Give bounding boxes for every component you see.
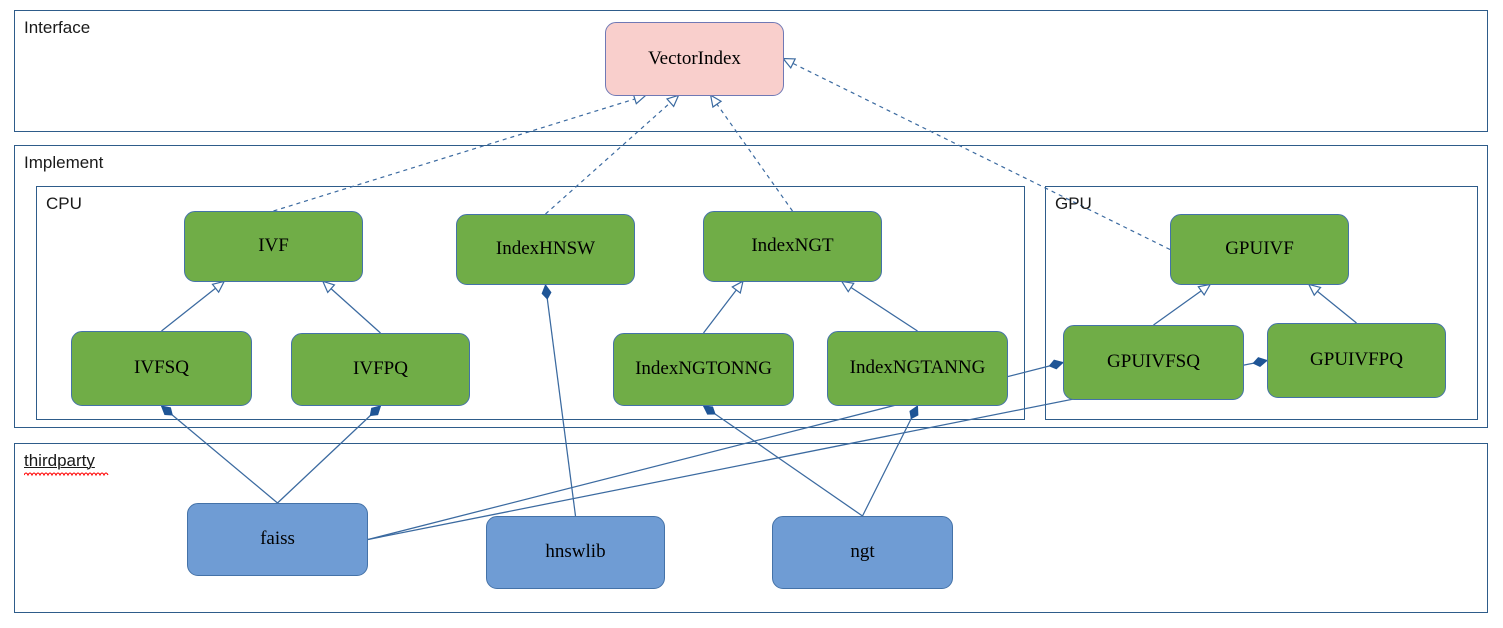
group-label-gpu: GPU bbox=[1055, 194, 1092, 213]
class-node-label: hnswlib bbox=[545, 541, 606, 563]
class-node-ivfsq[interactable]: IVFSQ bbox=[71, 331, 252, 406]
class-node-ngt[interactable]: ngt bbox=[772, 516, 953, 589]
edge-composition-ngt-to-indexngtanng bbox=[861, 405, 919, 517]
edge-generalization-indexngtonng-to-indexngt bbox=[703, 280, 744, 334]
class-node-label: GPUIVF bbox=[1225, 238, 1294, 260]
class-node-gpuivfpq[interactable]: GPUIVFPQ bbox=[1267, 323, 1446, 398]
class-node-label: VectorIndex bbox=[648, 47, 741, 69]
class-node-label: IVF bbox=[258, 235, 289, 257]
class-node-hnswlib[interactable]: hnswlib bbox=[486, 516, 665, 589]
class-node-label: IVFSQ bbox=[134, 357, 189, 379]
class-node-label: ngt bbox=[850, 541, 875, 563]
class-node-ivf[interactable]: IVF bbox=[184, 211, 363, 282]
edge-realization-indexngt-to-vectorindex bbox=[709, 93, 793, 212]
edge-generalization-gpuivfsq-to-gpuivf bbox=[1153, 283, 1212, 326]
edge-realization-indexhnsw-to-vectorindex bbox=[545, 94, 680, 215]
group-box-implement bbox=[14, 145, 1488, 428]
edge-composition-hnswlib-to-indexhnsw bbox=[541, 283, 577, 517]
class-node-gpuivf[interactable]: GPUIVF bbox=[1170, 214, 1349, 285]
group-label-thirdparty: thirdparty bbox=[24, 451, 95, 470]
class-node-label: IndexHNSW bbox=[495, 238, 596, 260]
edge-composition-ngt-to-indexngtonng bbox=[702, 405, 863, 517]
edge-generalization-ivfsq-to-ivf bbox=[161, 280, 226, 332]
edge-realization-ivf-to-vectorindex bbox=[273, 93, 647, 212]
group-box-gpu bbox=[1045, 186, 1478, 420]
class-node-label: IVFPQ bbox=[353, 358, 408, 380]
group-box-thirdparty bbox=[14, 443, 1488, 613]
group-label-cpu: CPU bbox=[46, 194, 82, 213]
group-label-implement: Implement bbox=[24, 153, 104, 172]
class-node-faiss[interactable]: faiss bbox=[187, 503, 368, 576]
group-box-interface bbox=[14, 10, 1488, 132]
class-node-label: faiss bbox=[260, 528, 295, 550]
edge-generalization-indexngtanng-to-indexngt bbox=[840, 280, 918, 332]
class-node-label: GPUIVFPQ bbox=[1310, 349, 1403, 371]
edge-generalization-ivfpq-to-ivf bbox=[321, 280, 381, 334]
class-node-indexngt[interactable]: IndexNGT bbox=[703, 211, 882, 282]
class-node-label: IndexNGT bbox=[751, 235, 834, 257]
class-node-indexhnsw[interactable]: IndexHNSW bbox=[456, 214, 635, 285]
class-node-vectorindex[interactable]: VectorIndex bbox=[605, 22, 784, 96]
class-node-indexngtonng[interactable]: IndexNGTONNG bbox=[613, 333, 794, 406]
class-node-label: GPUIVFSQ bbox=[1107, 351, 1200, 373]
group-label-interface: Interface bbox=[24, 18, 91, 37]
edge-composition-faiss-to-ivfpq bbox=[277, 405, 382, 504]
class-node-indexngtanng[interactable]: IndexNGTANNG bbox=[827, 331, 1008, 406]
edge-generalization-gpuivfpq-to-gpuivf bbox=[1307, 283, 1357, 324]
class-node-gpuivfsq[interactable]: GPUIVFSQ bbox=[1063, 325, 1244, 400]
edge-composition-faiss-to-ivfsq bbox=[160, 405, 278, 504]
class-node-label: IndexNGTONNG bbox=[635, 358, 772, 380]
class-node-label: IndexNGTANNG bbox=[849, 357, 986, 379]
class-node-ivfpq[interactable]: IVFPQ bbox=[291, 333, 470, 406]
group-box-cpu bbox=[36, 186, 1025, 420]
